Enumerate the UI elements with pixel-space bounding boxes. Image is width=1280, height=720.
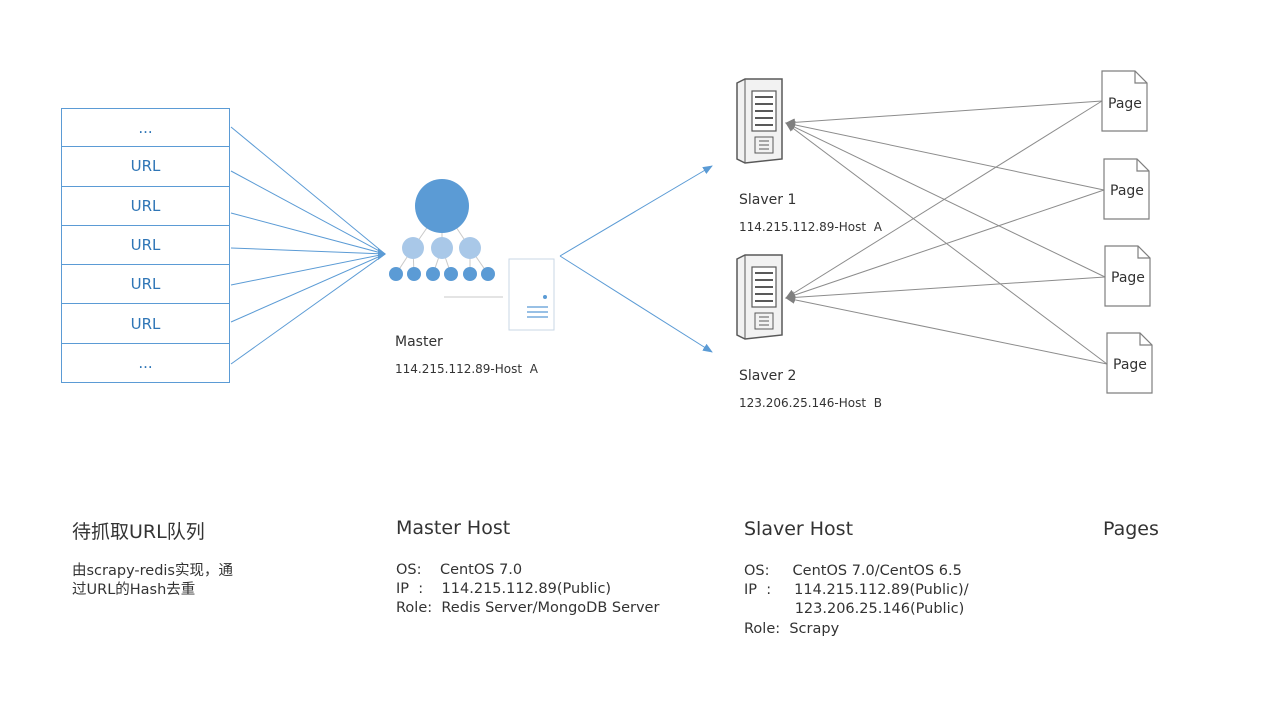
queue-cell: URL (61, 265, 230, 305)
queue-section-desc-1: 由scrapy-redis实现，通 (72, 563, 233, 579)
slaver-section-role: Role: Scrapy (744, 621, 840, 637)
page-to-slaver-arrows (785, 100, 1108, 365)
queue-cell: URL (61, 304, 230, 344)
pages-section-title: Pages (1103, 518, 1159, 540)
slaver1-address: 114.215.112.89-Host A (739, 220, 882, 234)
page-doc-icon-1 (1101, 70, 1148, 132)
page-label-2: Page (1110, 183, 1144, 199)
url-queue-table: ... URL URL URL URL URL ... (61, 108, 230, 384)
page-label-4: Page (1113, 357, 1147, 373)
master-server-icon (508, 258, 555, 331)
master-section-role: Role: Redis Server/MongoDB Server (396, 600, 660, 616)
master-section-title: Master Host (396, 517, 511, 539)
page-label-3: Page (1111, 270, 1145, 286)
master-network-icon (389, 179, 503, 298)
page-label-1: Page (1108, 96, 1142, 112)
page-doc-icon-4 (1106, 332, 1153, 394)
slaver-section-os: OS: CentOS 7.0/CentOS 6.5 (744, 563, 962, 579)
page-doc-icon-3 (1104, 245, 1151, 307)
master-name: Master (395, 334, 443, 350)
slaver2-name: Slaver 2 (739, 368, 797, 384)
slaver2-server-icon (736, 254, 783, 340)
queue-to-master-lines (230, 126, 386, 365)
slaver2-address: 123.206.25.146-Host B (739, 396, 882, 410)
queue-cell: URL (61, 186, 230, 226)
queue-cell: ... (61, 343, 230, 384)
slaver1-name: Slaver 1 (739, 192, 797, 208)
queue-cell: ... (61, 108, 230, 148)
master-input-arrowhead (378, 248, 386, 260)
queue-cell: URL (61, 225, 230, 266)
master-address: 114.215.112.89-Host A (395, 362, 538, 376)
slaver1-server-icon (736, 78, 783, 164)
queue-section-title: 待抓取URL队列 (72, 521, 205, 543)
page-doc-icon-2 (1103, 158, 1150, 220)
queue-section-desc-2: 过URL的Hash去重 (72, 582, 196, 598)
master-section-ip: IP : 114.215.112.89(Public) (396, 581, 612, 597)
slaver-section-ip-1: IP : 114.215.112.89(Public)/ (744, 582, 969, 598)
master-section-os: OS: CentOS 7.0 (396, 562, 523, 578)
queue-cell: URL (61, 147, 230, 187)
slaver-section-ip-2: 123.206.25.146(Public) (744, 601, 965, 617)
master-to-slaver-arrows (559, 165, 713, 353)
slaver-section-title: Slaver Host (744, 518, 854, 540)
